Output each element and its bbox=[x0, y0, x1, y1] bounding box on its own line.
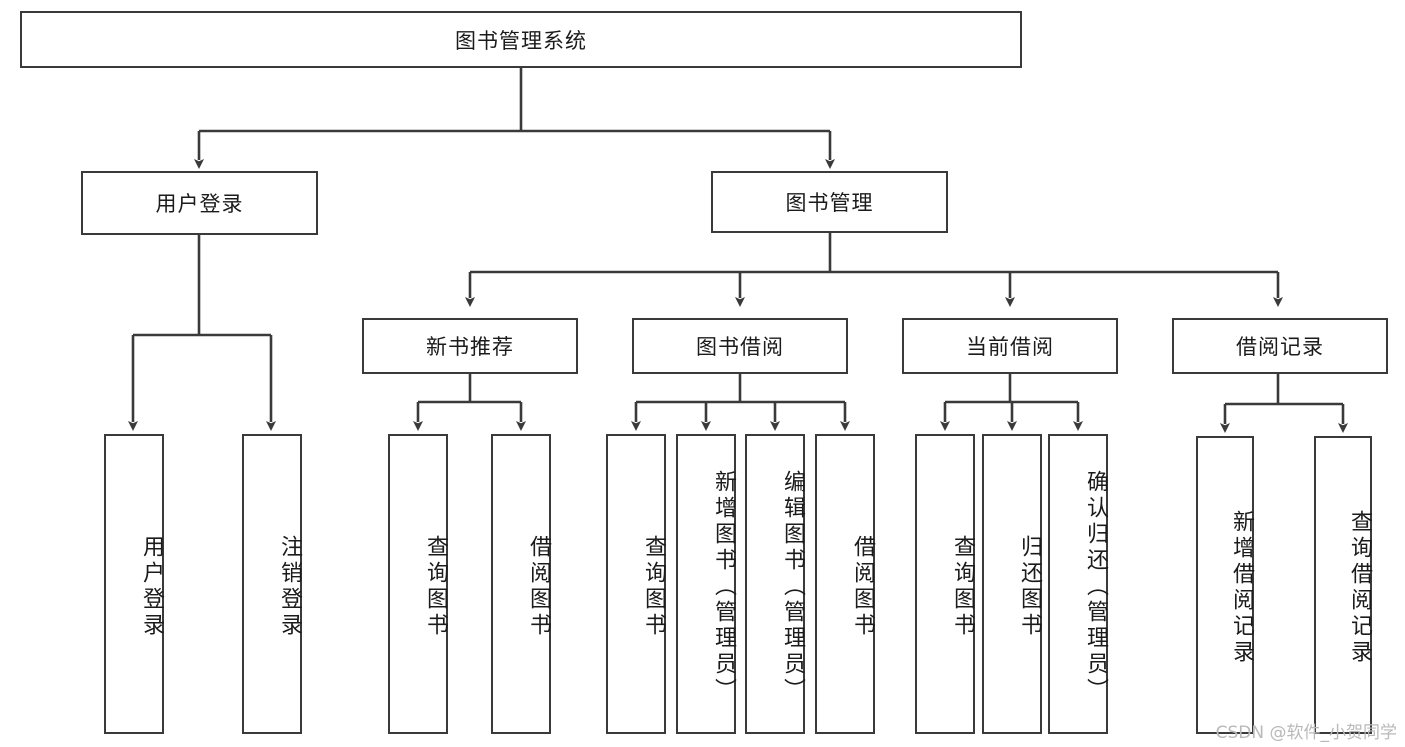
leaf-borrow-query-book[interactable]: 查询图书 bbox=[606, 434, 666, 734]
leaf-borrow-borrow-book[interactable]: 借阅图书 bbox=[815, 434, 875, 734]
leaf-label: 用户登录 bbox=[139, 535, 164, 639]
leaf-label: 查询图书 bbox=[423, 535, 448, 639]
node-book-borrow-label: 图书借阅 bbox=[696, 335, 784, 359]
leaf-label: 确认归还（管理员） bbox=[1083, 470, 1108, 704]
leaf-newbook-query-book[interactable]: 查询图书 bbox=[388, 434, 448, 734]
node-current-borrow[interactable]: 当前借阅 bbox=[902, 318, 1118, 374]
leaf-current-confirm-return-admin[interactable]: 确认归还（管理员） bbox=[1048, 434, 1108, 734]
leaf-label: 新增借阅记录 bbox=[1229, 510, 1254, 666]
leaf-user-login-login[interactable]: 用户登录 bbox=[104, 434, 164, 734]
leaf-current-return-book[interactable]: 归还图书 bbox=[982, 434, 1042, 734]
leaf-label: 查询借阅记录 bbox=[1347, 510, 1372, 666]
node-root-label: 图书管理系统 bbox=[455, 28, 587, 53]
leaf-label: 新增图书（管理员） bbox=[711, 470, 736, 704]
leaf-borrow-edit-book-admin[interactable]: 编辑图书（管理员） bbox=[745, 434, 805, 734]
leaf-borrow-add-book-admin[interactable]: 新增图书（管理员） bbox=[676, 434, 736, 734]
node-book-management[interactable]: 图书管理 bbox=[711, 171, 948, 233]
leaf-label: 查询图书 bbox=[950, 535, 975, 639]
node-borrow-record[interactable]: 借阅记录 bbox=[1172, 318, 1388, 374]
leaf-label: 查询图书 bbox=[641, 535, 666, 639]
leaf-newbook-borrow-book[interactable]: 借阅图书 bbox=[491, 434, 551, 734]
leaf-current-query-book[interactable]: 查询图书 bbox=[915, 434, 975, 734]
node-user-login-label: 用户登录 bbox=[155, 192, 244, 216]
csdn-watermark: CSDN @软件_小贺同学 bbox=[1215, 723, 1397, 743]
node-root[interactable]: 图书管理系统 bbox=[20, 11, 1022, 68]
node-user-login[interactable]: 用户登录 bbox=[81, 171, 318, 235]
leaf-user-login-logout[interactable]: 注销登录 bbox=[242, 434, 302, 734]
node-book-management-label: 图书管理 bbox=[785, 191, 874, 215]
node-borrow-record-label: 借阅记录 bbox=[1236, 335, 1324, 359]
leaf-label: 归还图书 bbox=[1017, 535, 1042, 639]
leaf-record-query-record[interactable]: 查询借阅记录 bbox=[1314, 436, 1372, 734]
node-new-book-recommend[interactable]: 新书推荐 bbox=[362, 318, 578, 374]
leaf-record-add-record[interactable]: 新增借阅记录 bbox=[1196, 436, 1254, 734]
node-current-borrow-label: 当前借阅 bbox=[966, 335, 1054, 359]
node-book-borrow[interactable]: 图书借阅 bbox=[632, 318, 848, 374]
leaf-label: 借阅图书 bbox=[850, 535, 875, 639]
leaf-label: 借阅图书 bbox=[526, 535, 551, 639]
leaf-label: 注销登录 bbox=[277, 535, 302, 639]
leaf-label: 编辑图书（管理员） bbox=[780, 470, 805, 704]
node-new-book-recommend-label: 新书推荐 bbox=[426, 335, 514, 359]
